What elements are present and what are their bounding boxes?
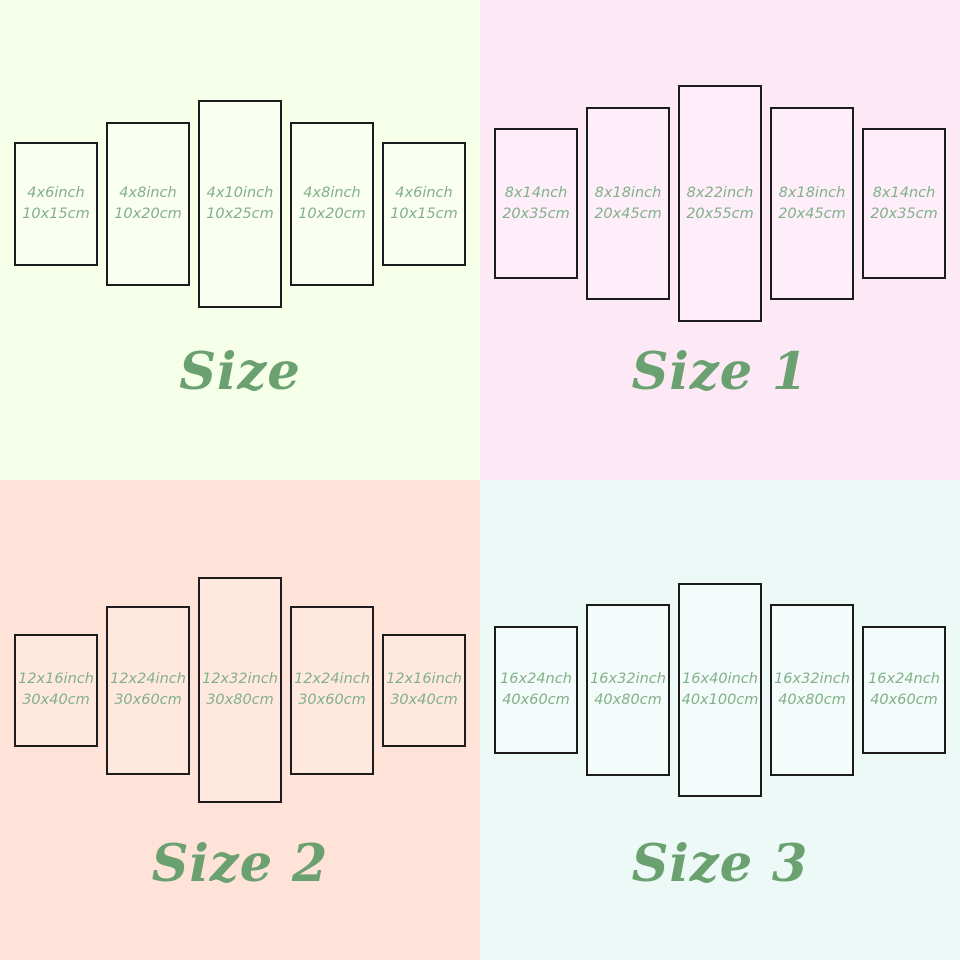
canvas-panel-4: 4x8inch 10x20cm	[290, 122, 374, 286]
panel-size-inch: 4x8inch	[119, 185, 177, 201]
panel-size-cm: 20x55cm	[686, 205, 754, 222]
panel-size-inch: 12x24inch	[110, 671, 186, 687]
quadrant-size-2: 12x16inch 30x40cm 12x24inch 30x60cm 12x3…	[0, 480, 480, 960]
panel-size-inch: 16x24nch	[868, 671, 940, 687]
panel-size-cm: 10x25cm	[206, 206, 274, 222]
canvas-panel-5: 16x24nch 40x60cm	[862, 626, 946, 754]
canvas-panel-1: 4x6inch 10x15cm	[14, 142, 98, 266]
canvas-panel-3: 12x32inch 30x80cm	[198, 577, 282, 803]
canvas-panel-5: 4x6inch 10x15cm	[382, 142, 466, 266]
canvas-panel-1: 8x14nch 20x35cm	[494, 128, 578, 279]
canvas-panel-4: 12x24inch 30x60cm	[290, 605, 374, 775]
panel-size-cm: 40x80cm	[594, 692, 662, 708]
canvas-panel-2: 12x24inch 30x60cm	[106, 605, 190, 775]
panel-size-cm: 40x60cm	[870, 692, 938, 708]
size-title: Size 1	[631, 342, 809, 402]
canvas-panel-2: 16x32inch 40x80cm	[586, 604, 670, 776]
panel-size-inch: 16x24nch	[500, 671, 572, 687]
panel-size-cm: 20x35cm	[870, 205, 938, 222]
panel-size-cm: 30x60cm	[114, 692, 182, 708]
panel-row: 8x14nch 20x35cm 8x18inch 20x45cm 8x22inc…	[494, 85, 946, 322]
panel-size-inch: 8x14nch	[504, 184, 568, 201]
panel-size-cm: 40x80cm	[778, 692, 846, 708]
canvas-panel-2: 4x8inch 10x20cm	[106, 122, 190, 286]
panel-row: 4x6inch 10x15cm 4x8inch 10x20cm 4x10inch…	[14, 100, 466, 308]
panel-size-cm: 20x45cm	[778, 205, 846, 222]
canvas-panel-3: 8x22inch 20x55cm	[678, 85, 762, 322]
panel-size-cm: 10x15cm	[390, 206, 458, 222]
panel-size-inch: 16x40inch	[682, 671, 758, 687]
panel-size-inch: 4x8inch	[303, 185, 361, 201]
size-title: Size 2	[151, 834, 329, 894]
panel-size-cm: 10x20cm	[298, 206, 366, 222]
size-title: Size	[179, 342, 301, 402]
panel-row: 12x16inch 30x40cm 12x24inch 30x60cm 12x3…	[14, 577, 466, 803]
panel-size-inch: 12x24inch	[294, 671, 370, 687]
canvas-panel-1: 16x24nch 40x60cm	[494, 626, 578, 754]
panel-size-cm: 20x35cm	[502, 205, 570, 222]
panel-size-inch: 8x18inch	[778, 184, 846, 201]
canvas-panel-1: 12x16inch 30x40cm	[14, 633, 98, 747]
canvas-panel-5: 8x14nch 20x35cm	[862, 128, 946, 279]
panel-size-inch: 8x22inch	[686, 184, 754, 201]
panel-size-cm: 40x60cm	[502, 692, 570, 708]
panel-size-inch: 4x6inch	[27, 185, 85, 201]
panel-size-inch: 8x14nch	[872, 184, 936, 201]
panel-size-inch: 16x32inch	[774, 671, 850, 687]
panel-size-cm: 40x100cm	[681, 692, 759, 708]
canvas-panel-3: 16x40inch 40x100cm	[678, 583, 762, 797]
canvas-panel-5: 12x16inch 30x40cm	[382, 633, 466, 747]
panel-size-inch: 4x6inch	[395, 185, 453, 201]
panel-size-inch: 16x32inch	[590, 671, 666, 687]
quadrant-size-1: 8x14nch 20x35cm 8x18inch 20x45cm 8x22inc…	[480, 0, 960, 480]
panel-row: 16x24nch 40x60cm 16x32inch 40x80cm 16x40…	[494, 583, 946, 797]
panel-size-inch: 4x10inch	[206, 185, 274, 201]
size-title: Size 3	[631, 834, 809, 894]
panel-size-cm: 30x80cm	[206, 692, 274, 708]
panel-size-inch: 8x18inch	[594, 184, 662, 201]
panel-size-cm: 10x20cm	[114, 206, 182, 222]
canvas-panel-2: 8x18inch 20x45cm	[586, 107, 670, 300]
canvas-panel-4: 16x32inch 40x80cm	[770, 604, 854, 776]
panel-size-inch: 12x16inch	[18, 671, 94, 687]
panel-size-inch: 12x16inch	[386, 671, 462, 687]
quadrant-size-3: 16x24nch 40x60cm 16x32inch 40x80cm 16x40…	[480, 480, 960, 960]
panel-size-inch: 12x32inch	[202, 671, 278, 687]
quadrant-size: 4x6inch 10x15cm 4x8inch 10x20cm 4x10inch…	[0, 0, 480, 480]
panel-size-cm: 10x15cm	[22, 206, 90, 222]
canvas-panel-4: 8x18inch 20x45cm	[770, 107, 854, 300]
canvas-panel-3: 4x10inch 10x25cm	[198, 100, 282, 308]
panel-size-cm: 30x60cm	[298, 692, 366, 708]
panel-size-cm: 30x40cm	[22, 692, 90, 708]
panel-size-cm: 20x45cm	[594, 205, 662, 222]
panel-size-cm: 30x40cm	[390, 692, 458, 708]
